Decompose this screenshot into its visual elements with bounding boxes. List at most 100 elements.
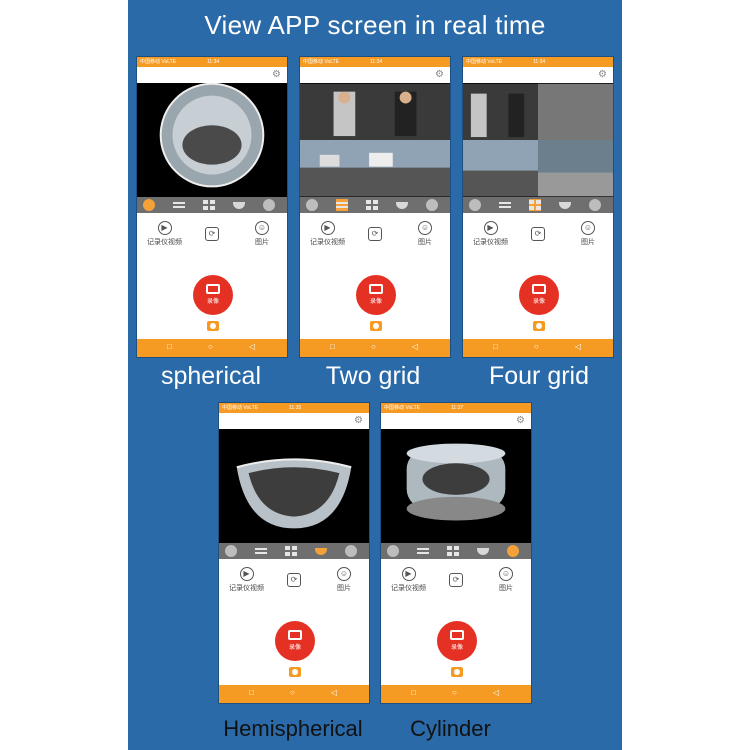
record-button[interactable]: 录像 [437,621,477,661]
photos-button[interactable]: ☺ 图片 [499,567,513,593]
mode-hemispherical-button[interactable] [559,202,571,209]
triangle-back-icon[interactable]: ◁ [493,688,500,697]
dashcam-video-button[interactable]: ▶ 记录仪视频 [310,221,345,247]
switch-camera-button[interactable]: ⟳ [531,227,545,241]
gear-icon[interactable]: ⚙ [598,69,607,80]
mode-cylinder-button[interactable] [263,199,275,211]
triangle-back-icon[interactable]: ◁ [412,342,419,351]
circle-icon[interactable]: ○ [290,688,295,697]
gear-icon[interactable]: ⚙ [272,69,281,80]
mode-spherical-button[interactable] [225,545,237,557]
app-header: ⚙ [137,67,287,83]
mode-cylinder-button[interactable] [426,199,438,211]
mode-cylinder-button[interactable] [345,545,357,557]
mode-two-grid-button[interactable] [499,199,511,211]
circle-icon[interactable]: ○ [452,688,457,697]
gear-icon[interactable]: ⚙ [354,415,363,426]
circle-icon[interactable]: ○ [534,342,539,351]
mode-spherical-button[interactable] [143,199,155,211]
mode-four-grid-button[interactable] [447,545,459,557]
mode-hemispherical-button[interactable] [477,548,489,555]
triangle-back-icon[interactable]: ◁ [249,342,256,351]
mode-four-grid-button[interactable] [285,545,297,557]
camera-view[interactable] [137,83,287,197]
gear-icon[interactable]: ⚙ [435,69,444,80]
video-camera-icon [532,284,546,294]
phone-screen-sphere: 中国移动 VoLTE 11:34 ⚙ ▶ 记录仪视频 ⟳ ☺ 图片 录像 [136,56,288,358]
switch-camera-button[interactable]: ⟳ [368,227,382,241]
mode-hemispherical-button[interactable] [396,202,408,209]
record-button[interactable]: 录像 [193,275,233,315]
dashcam-video-label: 记录仪视频 [147,239,182,246]
mode-four-grid-button[interactable] [529,199,541,211]
dashcam-video-button[interactable]: ▶ 记录仪视频 [473,221,508,247]
camera-view[interactable] [381,429,531,543]
photos-button[interactable]: ☺ 图片 [255,221,269,247]
camera-icon[interactable] [451,667,463,677]
status-bar: 中国移动 VoLTE 11:34 [137,57,287,67]
square-icon[interactable]: □ [493,342,498,351]
mode-four-grid-button[interactable] [203,199,215,211]
mode-hemispherical-button[interactable] [233,202,245,209]
dashcam-video-button[interactable]: ▶ 记录仪视频 [391,567,426,593]
camera-view[interactable] [300,83,450,197]
phone-screen-cyl: 中国移动 VoLTE 11:37 ⚙ ▶ 记录仪视频 ⟳ ☺ 图片 录像 [380,402,532,704]
circle-icon[interactable]: ○ [371,342,376,351]
mode-spherical-button[interactable] [306,199,318,211]
view-mode-bar [137,197,287,213]
switch-camera-button[interactable]: ⟳ [205,227,219,241]
clock: 11:34 [207,59,220,65]
clock: 11:35 [289,405,302,411]
triangle-back-icon[interactable]: ◁ [331,688,338,697]
camera-view[interactable] [463,83,613,197]
switch-camera-icon: ⟳ [287,573,301,587]
dashcam-video-button[interactable]: ▶ 记录仪视频 [229,567,264,593]
network-label: VoLTE [405,405,421,411]
switch-camera-button[interactable]: ⟳ [287,573,301,587]
square-icon[interactable]: □ [167,342,172,351]
camera-view[interactable] [219,429,369,543]
circle-icon[interactable]: ○ [208,342,213,351]
square-icon[interactable]: □ [411,688,416,697]
dashcam-video-button[interactable]: ▶ 记录仪视频 [147,221,182,247]
status-bar: 中国移动 VoLTE 11:34 [463,57,613,67]
photos-button[interactable]: ☺ 图片 [337,567,351,593]
app-header: ⚙ [381,413,531,429]
play-icon: ▶ [157,221,172,235]
camera-icon[interactable] [289,667,301,677]
record-button[interactable]: 录像 [275,621,315,661]
mode-spherical-button[interactable] [469,199,481,211]
video-camera-icon [369,284,383,294]
record-button[interactable]: 录像 [356,275,396,315]
square-icon[interactable]: □ [249,688,254,697]
square-icon[interactable]: □ [330,342,335,351]
mode-hemispherical-button[interactable] [315,548,327,555]
gear-icon[interactable]: ⚙ [516,415,525,426]
camera-icon[interactable] [207,321,219,331]
action-row: ▶ 记录仪视频 ⟳ ☺ 图片 [463,217,613,257]
mode-cylinder-button[interactable] [507,545,519,557]
mode-two-grid-button[interactable] [336,199,348,211]
view-mode-bar [219,543,369,559]
record-button[interactable]: 录像 [519,275,559,315]
photo-album-icon: ☺ [418,221,432,235]
switch-camera-button[interactable]: ⟳ [449,573,463,587]
action-row: ▶ 记录仪视频 ⟳ ☺ 图片 [137,217,287,257]
mode-spherical-button[interactable] [387,545,399,557]
caption-cylinder: Cylinder [410,716,491,741]
switch-camera-icon: ⟳ [205,227,219,241]
camera-icon[interactable] [370,321,382,331]
mode-cylinder-button[interactable] [589,199,601,211]
photos-button[interactable]: ☺ 图片 [418,221,432,247]
caption-hemispherical: Hemispherical [223,716,363,741]
mode-two-grid-button[interactable] [173,199,185,211]
mode-two-grid-button[interactable] [255,545,267,557]
android-nav-bar: □ ○ ◁ [137,339,287,357]
triangle-back-icon[interactable]: ◁ [575,342,582,351]
mode-two-grid-button[interactable] [417,545,429,557]
record-label: 录像 [369,299,382,305]
mode-four-grid-button[interactable] [366,199,378,211]
camera-icon[interactable] [533,321,545,331]
play-icon: ▶ [239,567,254,581]
photos-button[interactable]: ☺ 图片 [581,221,595,247]
